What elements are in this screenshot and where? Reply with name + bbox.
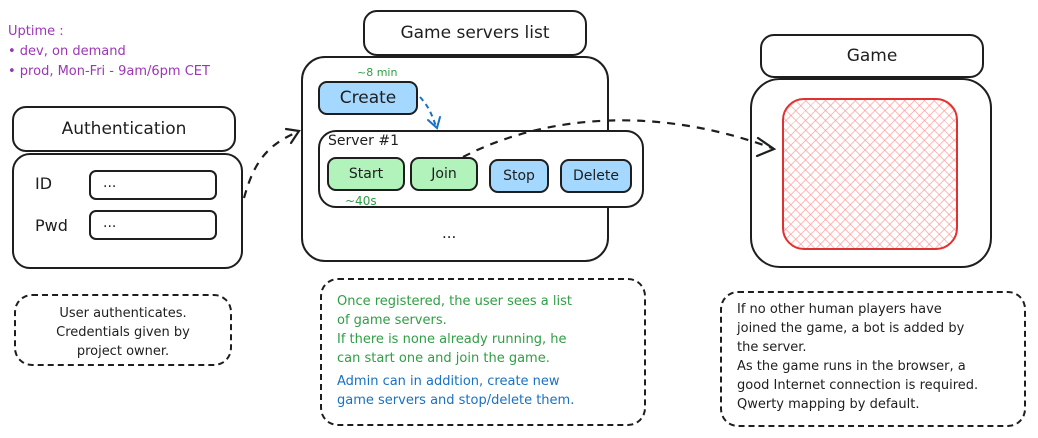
game-note-line: Qwerty mapping by default. — [737, 397, 920, 412]
auth-to-servers-arrowhead — [284, 127, 301, 145]
join-to-game-arrowhead — [755, 136, 777, 158]
start-button[interactable]: Start — [327, 157, 405, 191]
pwd-field[interactable]: ... — [89, 210, 217, 240]
create-time: ~8 min — [357, 66, 398, 79]
auth-title-box: Authentication — [12, 106, 236, 152]
uptime-item-prod: • prod, Mon-Fri - 9am/6pm CET — [8, 64, 210, 79]
pwd-label: Pwd — [35, 216, 68, 235]
auth-note — [14, 294, 232, 366]
stop-button-label: Stop — [503, 168, 535, 184]
game-note — [720, 291, 1026, 427]
uptime-item-dev: • dev, on demand — [8, 44, 126, 59]
join-button-label: Join — [431, 166, 457, 182]
servers-note-line: game servers and stop/delete them. — [337, 393, 575, 408]
auth-title: Authentication — [61, 119, 187, 139]
servers-title-box: Game servers list — [363, 10, 587, 56]
start-button-label: Start — [348, 166, 384, 182]
servers-note-text: Once registered, the user sees a list of… — [337, 292, 642, 410]
uptime-title: Uptime : — [8, 24, 64, 39]
game-note-line: As the game runs in the browser, a — [737, 359, 966, 374]
game-canvas[interactable] — [782, 98, 958, 250]
server-name: Server #1 — [328, 133, 399, 149]
auth-to-servers-arrow — [242, 130, 299, 199]
more-servers: ... — [442, 224, 457, 242]
game-title-box: Game — [760, 34, 984, 78]
id-label: ID — [35, 174, 53, 193]
servers-note-line: If there is none already running, he — [337, 332, 567, 347]
delete-button[interactable]: Delete — [560, 159, 632, 193]
game-note-line: good Internet connection is required. — [737, 378, 979, 393]
servers-note-line: can start one and join the game. — [337, 351, 550, 366]
auth-note-line: project owner. — [76, 344, 170, 359]
game-title: Game — [846, 46, 898, 66]
servers-note-line: Admin can in addition, create new — [337, 374, 560, 389]
servers-note-line: Once registered, the user sees a list — [337, 294, 572, 309]
servers-title: Game servers list — [400, 23, 550, 43]
create-button-label: Create — [339, 88, 397, 108]
join-to-game-arrow — [462, 119, 773, 158]
game-note-line: joined the game, a bot is added by — [737, 321, 965, 336]
create-to-server-arrow — [419, 96, 437, 127]
stop-button[interactable]: Stop — [489, 159, 549, 193]
auth-note-line: User authenticates. — [59, 306, 187, 321]
game-note-text: If no other human players have joined th… — [737, 300, 1027, 414]
servers-note-line: of game servers. — [337, 313, 447, 328]
start-time: ~40s — [345, 194, 377, 208]
create-to-server-arrowhead — [427, 116, 441, 130]
id-field[interactable]: ... — [89, 170, 217, 200]
create-button[interactable]: Create — [318, 81, 418, 115]
auth-note-line: Credentials given by — [56, 325, 190, 340]
join-button[interactable]: Join — [410, 157, 478, 191]
auth-note-text: User authenticates. Credentials given by… — [14, 304, 232, 361]
delete-button-label: Delete — [573, 168, 619, 184]
game-note-line: the server. — [737, 340, 807, 355]
game-note-line: If no other human players have — [737, 302, 942, 317]
servers-note — [320, 278, 646, 426]
uptime-info: Uptime : • dev, on demand • prod, Mon-Fr… — [8, 22, 210, 82]
